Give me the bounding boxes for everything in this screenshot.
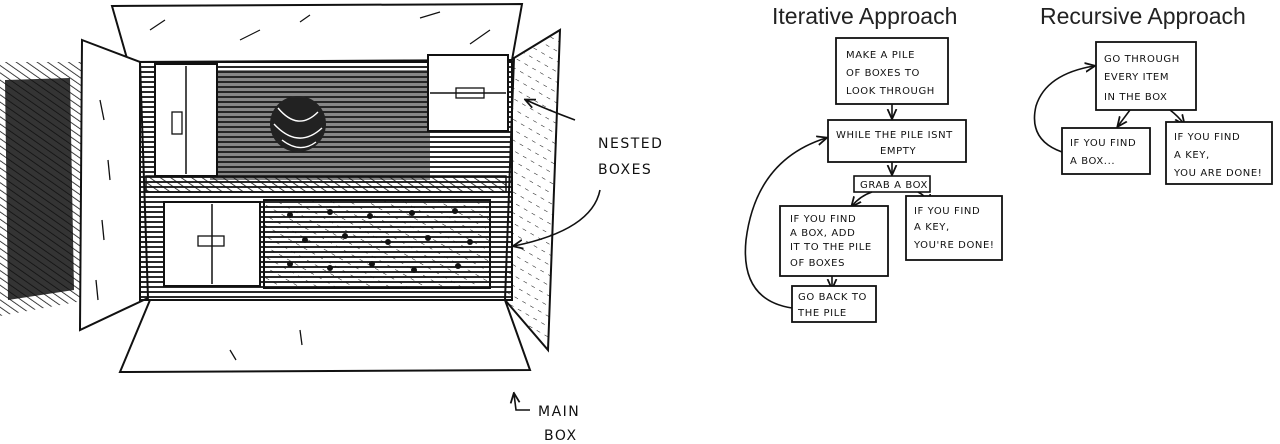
iter-branch-box: [779, 205, 889, 277]
iter-step3-label: GRAB A BOX: [860, 180, 928, 191]
iter-step3-box: [853, 175, 931, 193]
main-box-arrow: [514, 394, 530, 411]
main-label-line1: MAIN: [538, 404, 580, 420]
rec-step1-box: [1095, 41, 1197, 111]
rec-step1-line3: IN THE BOX: [1104, 92, 1168, 103]
box-right-flap: [503, 28, 562, 353]
box-left-flap: [78, 38, 150, 332]
iter-branch-box-line1: IF YOU FIND: [790, 214, 856, 225]
nested-box-top-left: [154, 63, 218, 177]
recursive-title: Recursive Approach: [1040, 3, 1246, 29]
nested-boxes-arrow: [526, 100, 576, 121]
main-label-line2: BOX: [544, 428, 578, 444]
iterative-title: Iterative Approach: [772, 3, 957, 29]
nested-label-line1: NESTED: [598, 136, 663, 152]
nested-box-top-right: [427, 54, 509, 132]
main-box-sketch: NESTED BOXES MAIN BOX: [0, 2, 663, 444]
iter-branch-key: [905, 195, 1003, 261]
iter-branch-box-line2: A BOX, ADD: [790, 228, 855, 239]
rec-branch-key: [1165, 121, 1273, 185]
box-bottom-flap: [118, 299, 532, 374]
iter-step2-line2: EMPTY: [880, 146, 916, 157]
nested-boxes-arrow-2: [514, 189, 601, 246]
iter-step1-line1: MAKE A PILE: [846, 50, 915, 61]
iter-branch-key-line2: A KEY,: [914, 222, 950, 233]
rec-branch-key-line2: A KEY,: [1174, 150, 1210, 161]
iter-step1-line2: OF BOXES TO: [846, 68, 920, 79]
ball-object: [270, 96, 326, 152]
recursive-flowchart: Recursive Approach GO THROUGH EVERY ITEM…: [1033, 3, 1273, 185]
rec-branch-box-line2: A BOX...: [1070, 156, 1115, 167]
rec-branch-box-line1: IF YOU FIND: [1070, 138, 1136, 149]
iter-step1-box: [835, 37, 949, 105]
rec-step1-line2: EVERY ITEM: [1104, 72, 1169, 83]
iter-step1-line3: LOOK THROUGH: [846, 86, 935, 97]
box-shadow-core: [5, 78, 74, 300]
nested-box-bottom-right: [263, 199, 491, 289]
iter-branch-key-line3: YOU'RE DONE!: [913, 240, 995, 251]
iter-loop-line2: THE PILE: [797, 308, 847, 319]
rec-loop-arrow: [1033, 66, 1094, 153]
nested-label-line2: BOXES: [598, 162, 652, 178]
iter-loop-arrow: [744, 138, 826, 309]
box-top-flap: [110, 2, 524, 64]
iterative-flowchart: Iterative Approach MAKE A PILE OF BOXES …: [744, 3, 1003, 323]
rec-branch-key-line1: IF YOU FIND: [1174, 132, 1240, 143]
iter-branch-box-line3: IT TO THE PILE: [790, 242, 872, 253]
iter-loop-line1: GO BACK TO: [798, 292, 867, 303]
iter-loop-box: [791, 285, 877, 323]
iter-branch-box-line4: OF BOXES: [790, 258, 845, 269]
iter-branch-key-line1: IF YOU FIND: [914, 206, 980, 217]
rec-step1-line1: GO THROUGH: [1104, 54, 1180, 65]
rec-branch-key-line3: YOU ARE DONE!: [1173, 168, 1262, 179]
nested-box-bottom-left: [163, 201, 261, 287]
iter-step2-line1: WHILE THE PILE ISNT: [836, 130, 953, 141]
rec-branch-box: [1061, 127, 1151, 175]
